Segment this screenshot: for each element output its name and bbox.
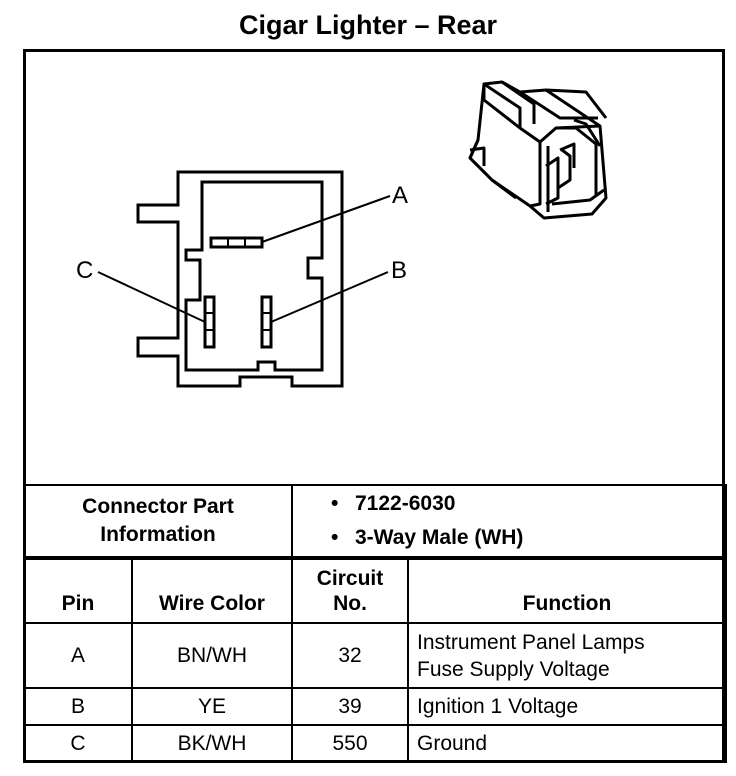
- pin-table-header-row: Pin Wire Color Circuit No. Function: [23, 558, 727, 624]
- circuit-cell: 32: [291, 622, 409, 689]
- pin-cell: B: [23, 687, 133, 726]
- pin-label-c: C: [76, 257, 93, 284]
- terminal-b: [260, 295, 273, 349]
- connector-part-values: •7122-6030 •3-Way Male (WH): [291, 484, 727, 558]
- header-pin: Pin: [23, 558, 133, 624]
- connector-face-outline: [136, 170, 344, 388]
- connector-part-value-1: •7122-6030: [331, 492, 456, 515]
- table-row: C BK/WH 550 Ground: [23, 724, 727, 763]
- connector-part-information-table: Connector Part Information •7122-6030 •3…: [23, 484, 727, 558]
- connector-part-label: Connector Part Information: [23, 484, 293, 558]
- pin-label-b: B: [391, 257, 407, 284]
- pin-label-a: A: [392, 182, 408, 209]
- function-cell: Instrument Panel Lamps Fuse Supply Volta…: [407, 622, 727, 689]
- wire-color-cell: YE: [131, 687, 293, 726]
- terminal-a: [209, 236, 264, 249]
- table-row: A BN/WH 32 Instrument Panel Lamps Fuse S…: [23, 622, 727, 689]
- leader-line-c: [97, 271, 206, 323]
- connector-part-value-2: •3-Way Male (WH): [331, 526, 524, 549]
- connector-isometric-picture: [468, 80, 608, 220]
- connector-part-label-line1: Connector Part: [82, 495, 234, 518]
- leader-line-b: [270, 271, 389, 323]
- connector-diagram: A B C: [76, 80, 608, 388]
- header-function: Function: [407, 558, 727, 624]
- pin-table: Pin Wire Color Circuit No. Function A BN…: [23, 558, 727, 763]
- terminal-c: [203, 295, 216, 349]
- wire-color-cell: BN/WH: [131, 622, 293, 689]
- table-row: B YE 39 Ignition 1 Voltage: [23, 687, 727, 726]
- function-cell: Ground: [407, 724, 727, 763]
- page-title: Cigar Lighter – Rear: [238, 10, 498, 40]
- pin-cell: A: [23, 622, 133, 689]
- header-wire-color: Wire Color: [131, 558, 293, 624]
- pin-cell: C: [23, 724, 133, 763]
- header-circuit-no: Circuit No.: [291, 558, 409, 624]
- leader-line-a: [261, 195, 391, 243]
- function-cell: Ignition 1 Voltage: [407, 687, 727, 726]
- wire-color-cell: BK/WH: [131, 724, 293, 763]
- connector-part-label-line2: Information: [100, 523, 216, 546]
- connector-face-inner: [184, 180, 324, 372]
- circuit-cell: 550: [291, 724, 409, 763]
- circuit-cell: 39: [291, 687, 409, 726]
